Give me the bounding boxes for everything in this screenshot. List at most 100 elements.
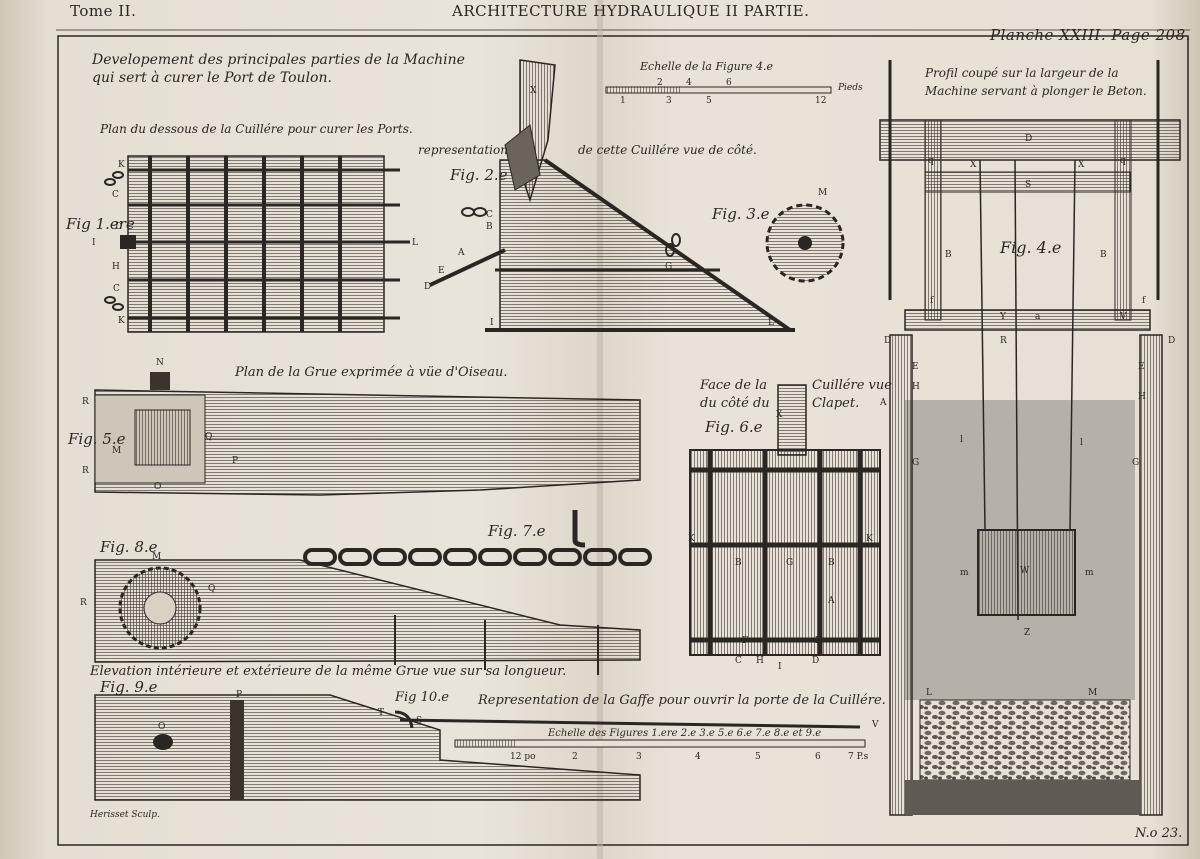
caption-profil-1: Profil coupé sur la largeur de la — [925, 66, 1119, 80]
ref-letter: l — [1080, 438, 1083, 448]
ref-letter: B — [1100, 250, 1107, 260]
ref-letter: A — [828, 596, 835, 606]
ref-letter: P — [232, 456, 239, 466]
ref-letter: Y — [1000, 312, 1006, 322]
fig8-crane-elevation — [94, 559, 641, 675]
fig7-chain — [303, 510, 652, 566]
ref-letter: I — [778, 662, 782, 672]
ref-letter: m — [960, 568, 969, 578]
ref-letter: P — [236, 690, 243, 700]
ref-letter: I — [490, 318, 494, 328]
tome-label: Tome II. — [70, 2, 137, 20]
fig6-scoop-face — [689, 384, 881, 656]
scale-figs-tick: 4 — [695, 752, 701, 762]
ref-letter: H — [112, 262, 120, 272]
ref-letter: L — [412, 238, 418, 248]
ref-letter: O — [158, 722, 166, 732]
scale-bar-figs — [454, 739, 866, 748]
ref-letter: q — [928, 156, 934, 166]
ref-letter: F — [742, 636, 749, 646]
ref-letter: R — [80, 598, 87, 608]
fig7-label: Fig. 7.e — [488, 522, 546, 540]
caption-cuillere-cote: de cette Cuillére vue de côté. — [578, 143, 757, 157]
caption-cuillere-vue: Cuillére vue — [812, 378, 892, 393]
ref-letter: I — [92, 238, 96, 248]
scale-figs-tick: 3 — [636, 752, 642, 762]
ref-letter: Q — [205, 432, 213, 442]
ref-letter: G — [665, 262, 673, 272]
ref-letter: Z — [1024, 628, 1031, 638]
ref-letter: L — [926, 688, 932, 698]
caption-face-1: Face de la — [700, 378, 768, 393]
ref-letter: M — [1088, 688, 1098, 698]
fig10-gaffe — [394, 710, 861, 729]
ref-letter: m — [1085, 568, 1094, 578]
ref-letter: S — [1025, 180, 1032, 190]
ref-letter: E — [438, 266, 445, 276]
ref-letter: D — [884, 336, 892, 346]
ref-letter: V — [872, 720, 879, 730]
ref-letter: M — [818, 188, 828, 198]
fig1-scoop-plan — [104, 155, 410, 333]
ref-letter: C — [486, 210, 493, 220]
ref-letter: H — [912, 382, 920, 392]
ref-letter: K — [118, 316, 125, 326]
ref-letter: q — [1120, 156, 1126, 166]
ref-letter: T — [378, 708, 385, 718]
ref-letter: X — [1078, 160, 1085, 170]
ref-letter: X — [970, 160, 977, 170]
main-title-line1: Developement des principales parties de … — [92, 52, 465, 68]
ref-letter: K — [118, 160, 125, 170]
ref-letter: V — [1120, 312, 1127, 322]
ref-letter: O — [154, 482, 162, 492]
ref-letter: E — [912, 362, 919, 372]
caption-gaffe: Representation de la Gaffe pour ouvrir l… — [478, 693, 886, 708]
fig2-scoop-side — [429, 59, 795, 332]
fig5-crane-plan — [94, 372, 641, 496]
caption-plan-grue: Plan de la Grue exprimée à vüe d'Oiseau. — [235, 365, 508, 380]
ref-letter: K — [866, 534, 873, 544]
fig5-label: Fig. 5.e — [68, 430, 126, 448]
scale-fig4-label: Echelle de la Figure 4.e — [640, 60, 773, 73]
fig1-label: Fig 1.ere — [66, 215, 135, 233]
ref-letter: E — [815, 636, 822, 646]
ref-letter: l — [960, 435, 963, 445]
scale4-tick: 4 — [686, 78, 692, 88]
ref-letter: K — [688, 534, 695, 544]
fig10-label: Fig 10.e — [395, 690, 449, 705]
ref-letter: R — [82, 466, 89, 476]
fig8-label: Fig. 8.e — [100, 538, 158, 556]
ref-letter: a — [1035, 312, 1041, 322]
ref-letter: E — [1138, 362, 1145, 372]
caption-clapet: Clapet. — [812, 396, 860, 411]
scale4-tick: 2 — [657, 78, 663, 88]
fig4-machine-profile — [879, 60, 1181, 816]
fig3-gear-wheel — [765, 203, 845, 283]
ref-letter: A — [458, 248, 465, 258]
scale-figs-tick: 2 — [572, 752, 578, 762]
scale-figs-tick: 12 po — [510, 752, 536, 762]
scale-figs-tick: 5 — [755, 752, 761, 762]
ref-letter: D — [812, 656, 820, 666]
ref-letter: C — [735, 656, 742, 666]
planche-label: Planche XXIII. Page 208. — [990, 26, 1191, 44]
ref-letter: L — [768, 318, 774, 328]
scale-bar-fig4 — [605, 86, 832, 94]
ref-letter: Q — [208, 584, 216, 594]
ref-letter: X — [530, 86, 537, 96]
scale4-tick: 6 — [726, 78, 732, 88]
ref-letter: f — [930, 296, 934, 306]
ref-letter: S — [416, 716, 423, 726]
fig9-label: Fig. 9.e — [100, 678, 158, 696]
ref-letter: X — [776, 410, 783, 420]
ref-letter: N — [156, 358, 164, 368]
plate-border — [57, 35, 1189, 846]
main-title-line2: qui sert à curer le Port de Toulon. — [92, 70, 332, 86]
ref-letter: G — [1132, 458, 1140, 468]
caption-face-2: du côté du — [700, 396, 770, 411]
ref-letter: D — [115, 222, 123, 232]
plate-title: ARCHITECTURE HYDRAULIQUE II PARTIE. — [452, 2, 810, 20]
scale4-tick: 12 — [815, 96, 827, 106]
